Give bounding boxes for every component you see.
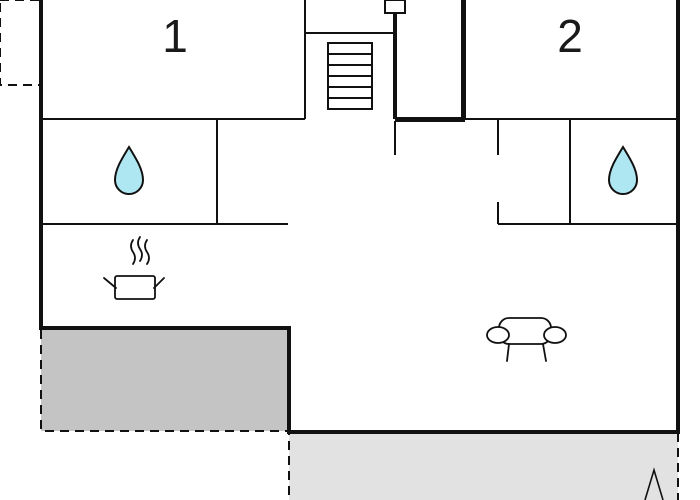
front-terrace xyxy=(288,431,679,500)
sofa-icon xyxy=(486,317,567,362)
north-arrow-icon xyxy=(644,467,664,500)
vent-box xyxy=(384,0,406,14)
stairs-icon xyxy=(327,42,373,110)
room-label-2: 2 xyxy=(557,10,583,62)
water-drop-icon xyxy=(607,145,639,195)
outdoor-areas xyxy=(0,0,679,500)
water-drop-icon xyxy=(113,145,145,195)
side-terrace xyxy=(0,0,42,86)
covered-terrace xyxy=(40,328,290,432)
exterior-walls xyxy=(39,0,680,434)
room-label-1: 1 xyxy=(162,10,188,62)
shaft-walls xyxy=(393,0,465,121)
cooking-pot-icon xyxy=(103,236,165,300)
